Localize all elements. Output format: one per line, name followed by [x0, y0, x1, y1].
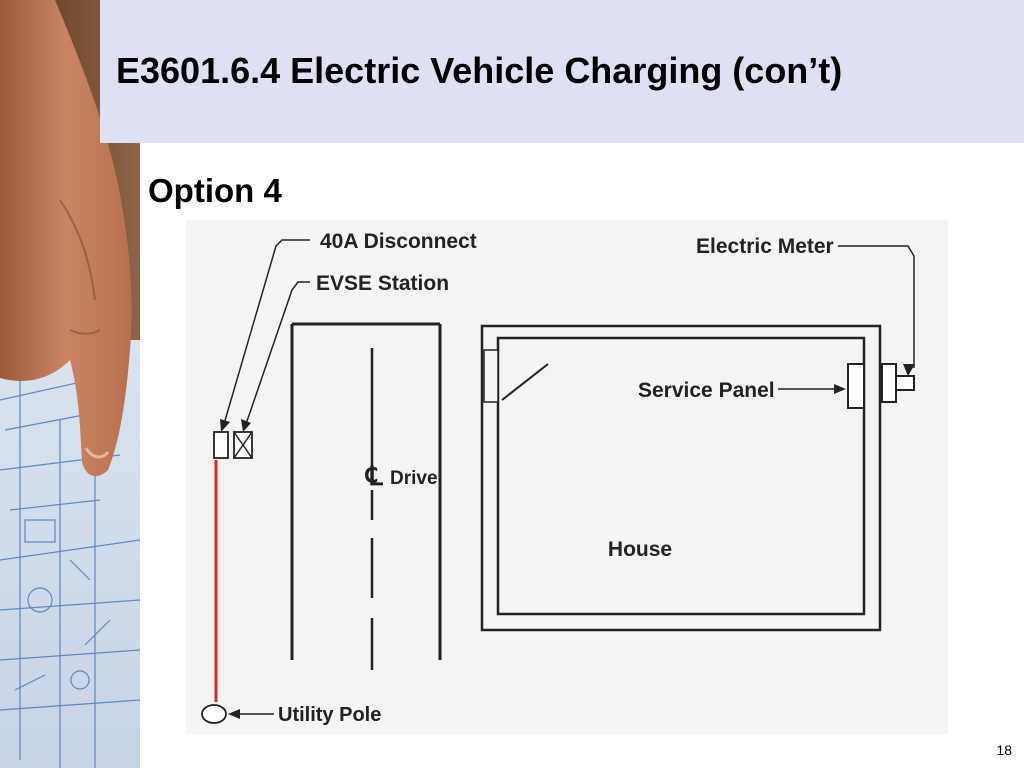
utility-pole-label: Utility Pole: [278, 704, 381, 726]
site-plan-svg: ℄ Drive House Service Panel Electric Met…: [186, 220, 948, 734]
electric-meter-leader: [838, 245, 915, 368]
drive-label: Drive: [390, 468, 438, 489]
house-inner-wall: [496, 336, 866, 616]
disconnect-arrowhead: [220, 419, 230, 432]
utility-pole-symbol: [201, 704, 227, 724]
evse-leader: [245, 281, 310, 425]
electric-meter-base: [881, 363, 897, 403]
diagram-background: [186, 220, 948, 734]
house-outer-wall: [480, 324, 882, 632]
house-label: House: [608, 538, 672, 561]
service-panel-arrowhead: [834, 384, 846, 394]
evse-arrowhead: [241, 419, 251, 432]
door-swing: [501, 363, 549, 401]
centerline-symbol: ℄: [365, 461, 384, 491]
electric-meter-arrowhead: [903, 364, 915, 376]
site-plan-diagram: ℄ Drive House Service Panel Electric Met…: [186, 220, 948, 734]
disconnect-leader: [223, 239, 310, 425]
disconnect-label: 40A Disconnect: [320, 230, 477, 253]
electric-meter-label: Electric Meter: [696, 235, 834, 258]
slide-title: E3601.6.4 Electric Vehicle Charging (con…: [116, 50, 843, 91]
service-panel: [847, 363, 865, 409]
service-panel-label: Service Panel: [638, 379, 775, 402]
slide-subtitle: Option 4: [148, 172, 282, 209]
evse-label: EVSE Station: [316, 272, 449, 295]
disconnect-box: [213, 431, 229, 459]
evse-box-x2: [233, 431, 253, 459]
electric-meter: [895, 375, 915, 391]
utility-pole-arrowhead: [228, 709, 240, 719]
title-bar: [100, 0, 1024, 143]
door-opening: [483, 349, 499, 403]
page-number: 18: [996, 742, 1012, 758]
